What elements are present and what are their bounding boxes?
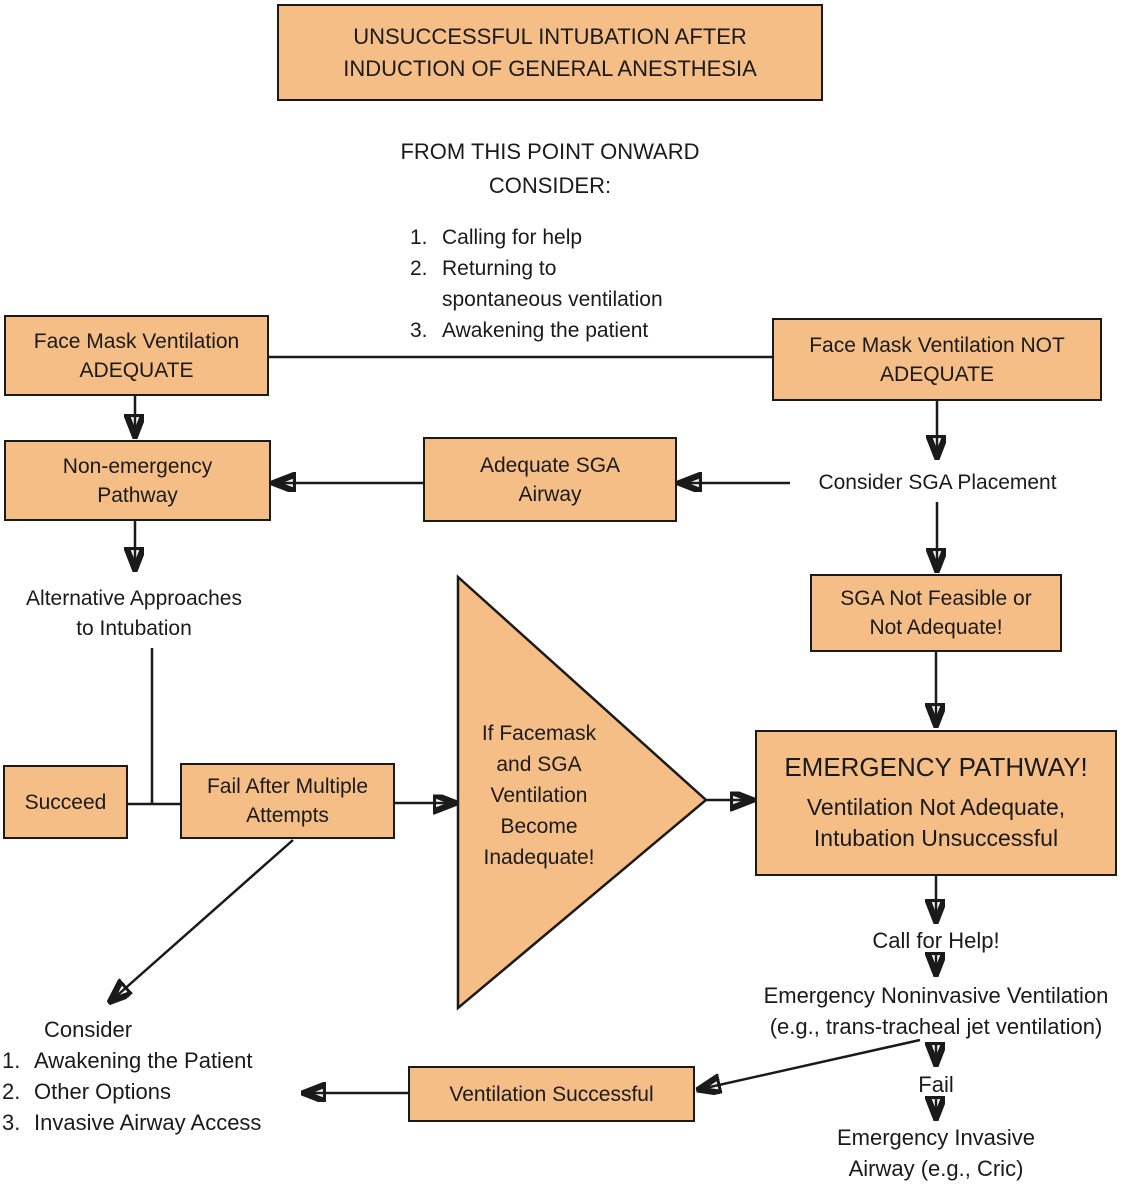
list-item: 1. Calling for help (410, 222, 710, 253)
emergency-pathway-headline: EMERGENCY PATHWAY! (784, 752, 1088, 782)
list-item: 3. Invasive Airway Access (2, 1107, 312, 1138)
list-item-text: Other Options (34, 1079, 171, 1104)
node-succeed: Succeed (3, 765, 128, 839)
bottom-consider-list: Consider 1. Awakening the Patient 2. Oth… (2, 1014, 312, 1138)
list-item-number: 2. (410, 257, 428, 280)
arrow-fail-to-consider (112, 839, 294, 1000)
fail-label: Fail (918, 1072, 954, 1097)
list-item-text: Awakening the patient (442, 319, 649, 342)
node-ventilation-successful: Ventilation Successful (408, 1066, 695, 1122)
list-item-number: 1. (2, 1048, 21, 1073)
consider-sga-placement-label: Consider SGA Placement (818, 471, 1057, 494)
list-item: 3. Awakening the patient (410, 315, 710, 346)
emergency-noninvasive-label: Emergency Noninvasive Ventilation(e.g., … (763, 983, 1109, 1039)
list-item-number: 3. (410, 319, 428, 342)
node-emergency-pathway: EMERGENCY PATHWAY! Ventilation Not Adequ… (755, 730, 1117, 876)
list-item-number: 2. (2, 1079, 21, 1104)
list-item-number: 3. (2, 1110, 21, 1135)
list-item-text: Calling for help (442, 226, 583, 249)
call-for-help-label: Call for Help! (872, 928, 1000, 953)
list-item-number: 1. (410, 226, 428, 249)
list-item-text: Invasive Airway Access (34, 1110, 262, 1135)
bottom-consider-heading: Consider (44, 1017, 133, 1042)
list-item-text: Awakening the Patient (34, 1048, 253, 1073)
emergency-pathway-sublines: Ventilation Not Adequate,Intubation Unsu… (806, 794, 1066, 851)
list-item: 1. Awakening the Patient (2, 1045, 312, 1076)
list-item: 2. Other Options (2, 1076, 312, 1107)
